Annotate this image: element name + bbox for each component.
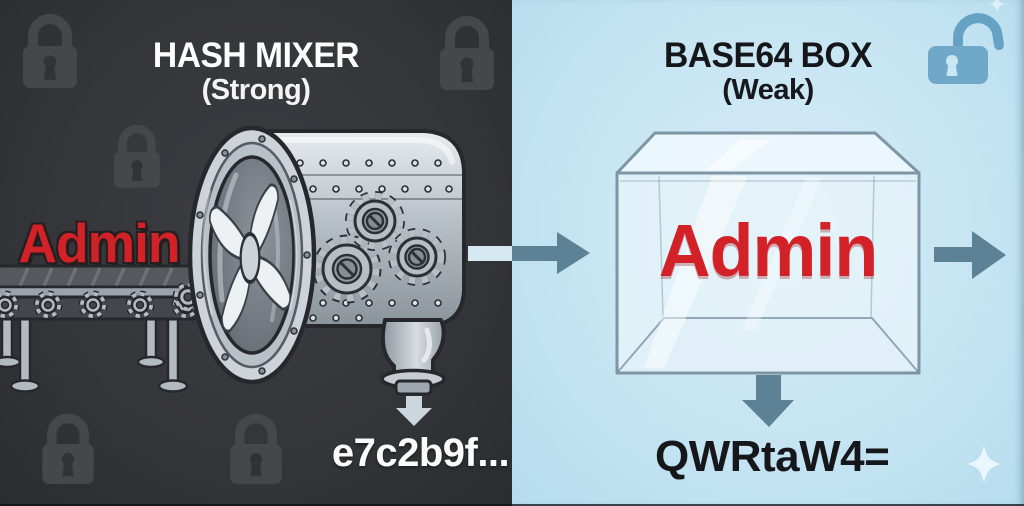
- lock-icon: [42, 418, 93, 484]
- fan-icon: [187, 125, 317, 385]
- right-arrow-icon: [468, 232, 590, 274]
- lock-icon: [230, 418, 281, 484]
- output-pipe: [380, 318, 446, 396]
- glass-box-illustration: [615, 131, 921, 375]
- hash-panel-title: HASH MIXER: [152, 36, 360, 75]
- unlock-icon: [928, 13, 1004, 84]
- lock-icon: [23, 19, 77, 88]
- gear-icon: [312, 191, 446, 304]
- lock-icon: [440, 21, 494, 90]
- bottom-border: [0, 504, 1024, 506]
- hash-mixer-machine: [172, 125, 466, 396]
- base64-output-label: QWRtaW4=: [655, 432, 890, 481]
- base64-content-label: Admin: [658, 209, 878, 292]
- down-arrow-icon: [396, 396, 432, 426]
- hash-input-label: Admin: [18, 212, 180, 274]
- right-arrow-icon: [934, 231, 1006, 279]
- hash-panel-subtitle: (Strong): [201, 74, 311, 106]
- base64-panel-title: BASE64 BOX: [663, 36, 873, 75]
- down-arrow-icon: [742, 375, 794, 427]
- base64-panel-subtitle: (Weak): [722, 74, 814, 106]
- lock-icon: [114, 129, 160, 188]
- hash-output-label: e7c2b9f...: [331, 431, 510, 475]
